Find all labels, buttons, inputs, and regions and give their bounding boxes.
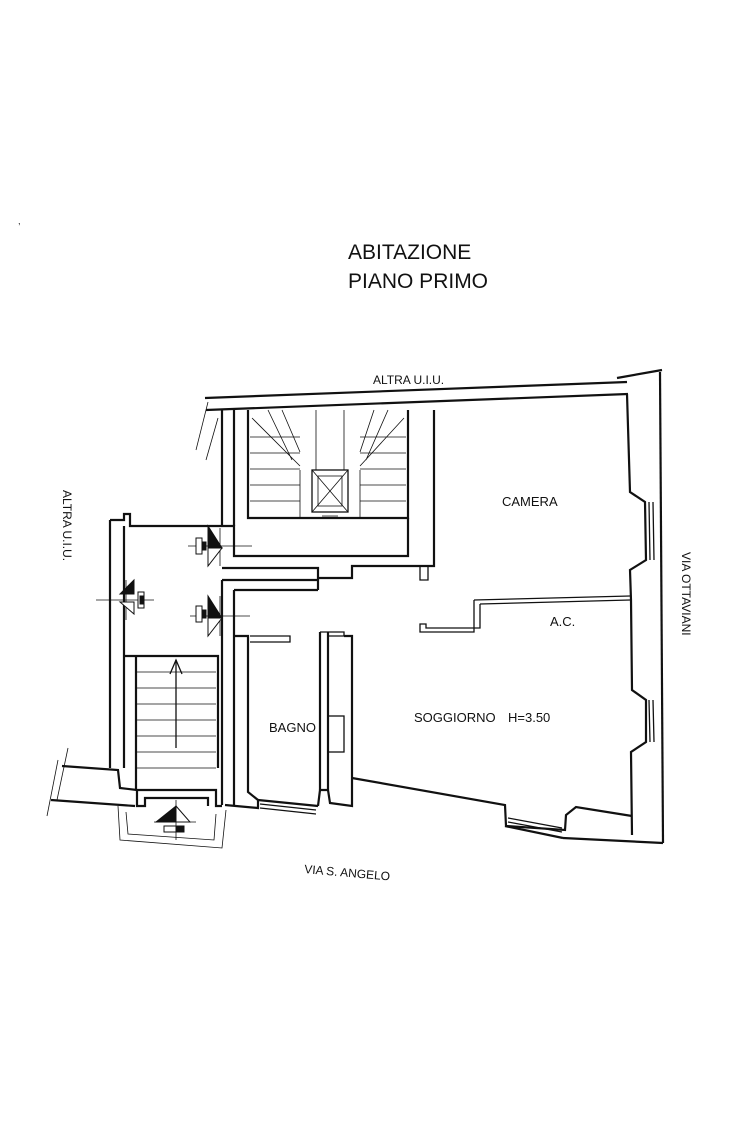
label-east: VIA OTTAVIANI bbox=[679, 552, 693, 636]
room-height-label: H=3.50 bbox=[508, 710, 550, 725]
title-line-1: ABITAZIONE bbox=[348, 241, 471, 264]
stray-mark: , bbox=[18, 216, 21, 226]
title-line-2: PIANO PRIMO bbox=[348, 270, 488, 293]
room-label-camera: CAMERA bbox=[502, 494, 558, 509]
staircase-lower bbox=[117, 654, 227, 849]
room-label-soggiorno: SOGGIORNO bbox=[414, 710, 496, 725]
room-label-ac: A.C. bbox=[550, 614, 575, 629]
room-label-bagno: BAGNO bbox=[269, 720, 316, 735]
outer-walls bbox=[46, 368, 665, 845]
door-symbols bbox=[96, 524, 252, 840]
label-west: ALTRA U.I.U. bbox=[60, 490, 74, 561]
label-south: VIA S. ANGELO bbox=[304, 862, 391, 883]
staircase-upper bbox=[220, 409, 410, 558]
label-north: ALTRA U.I.U. bbox=[373, 373, 444, 387]
